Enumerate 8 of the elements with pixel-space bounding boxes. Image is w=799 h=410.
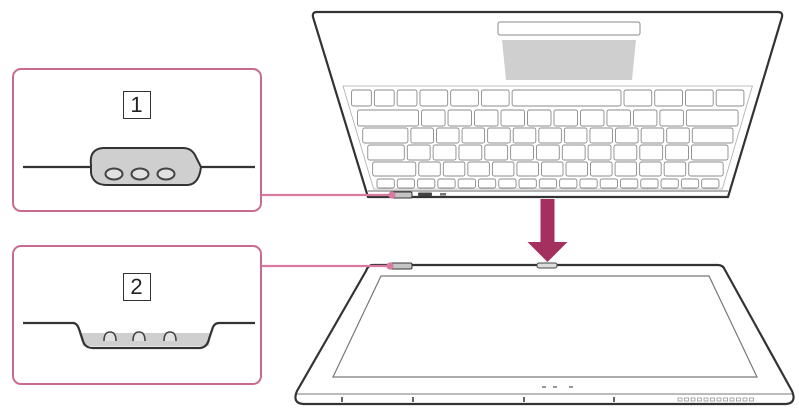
arrow bbox=[528, 199, 568, 262]
keyboard-drawing bbox=[310, 10, 785, 199]
callout-box bbox=[12, 68, 262, 212]
leader-line bbox=[262, 191, 396, 199]
callout-box bbox=[12, 245, 262, 385]
callout-number: 1 bbox=[122, 91, 150, 119]
leader-line bbox=[262, 262, 394, 270]
callout-number: 2 bbox=[122, 273, 150, 301]
